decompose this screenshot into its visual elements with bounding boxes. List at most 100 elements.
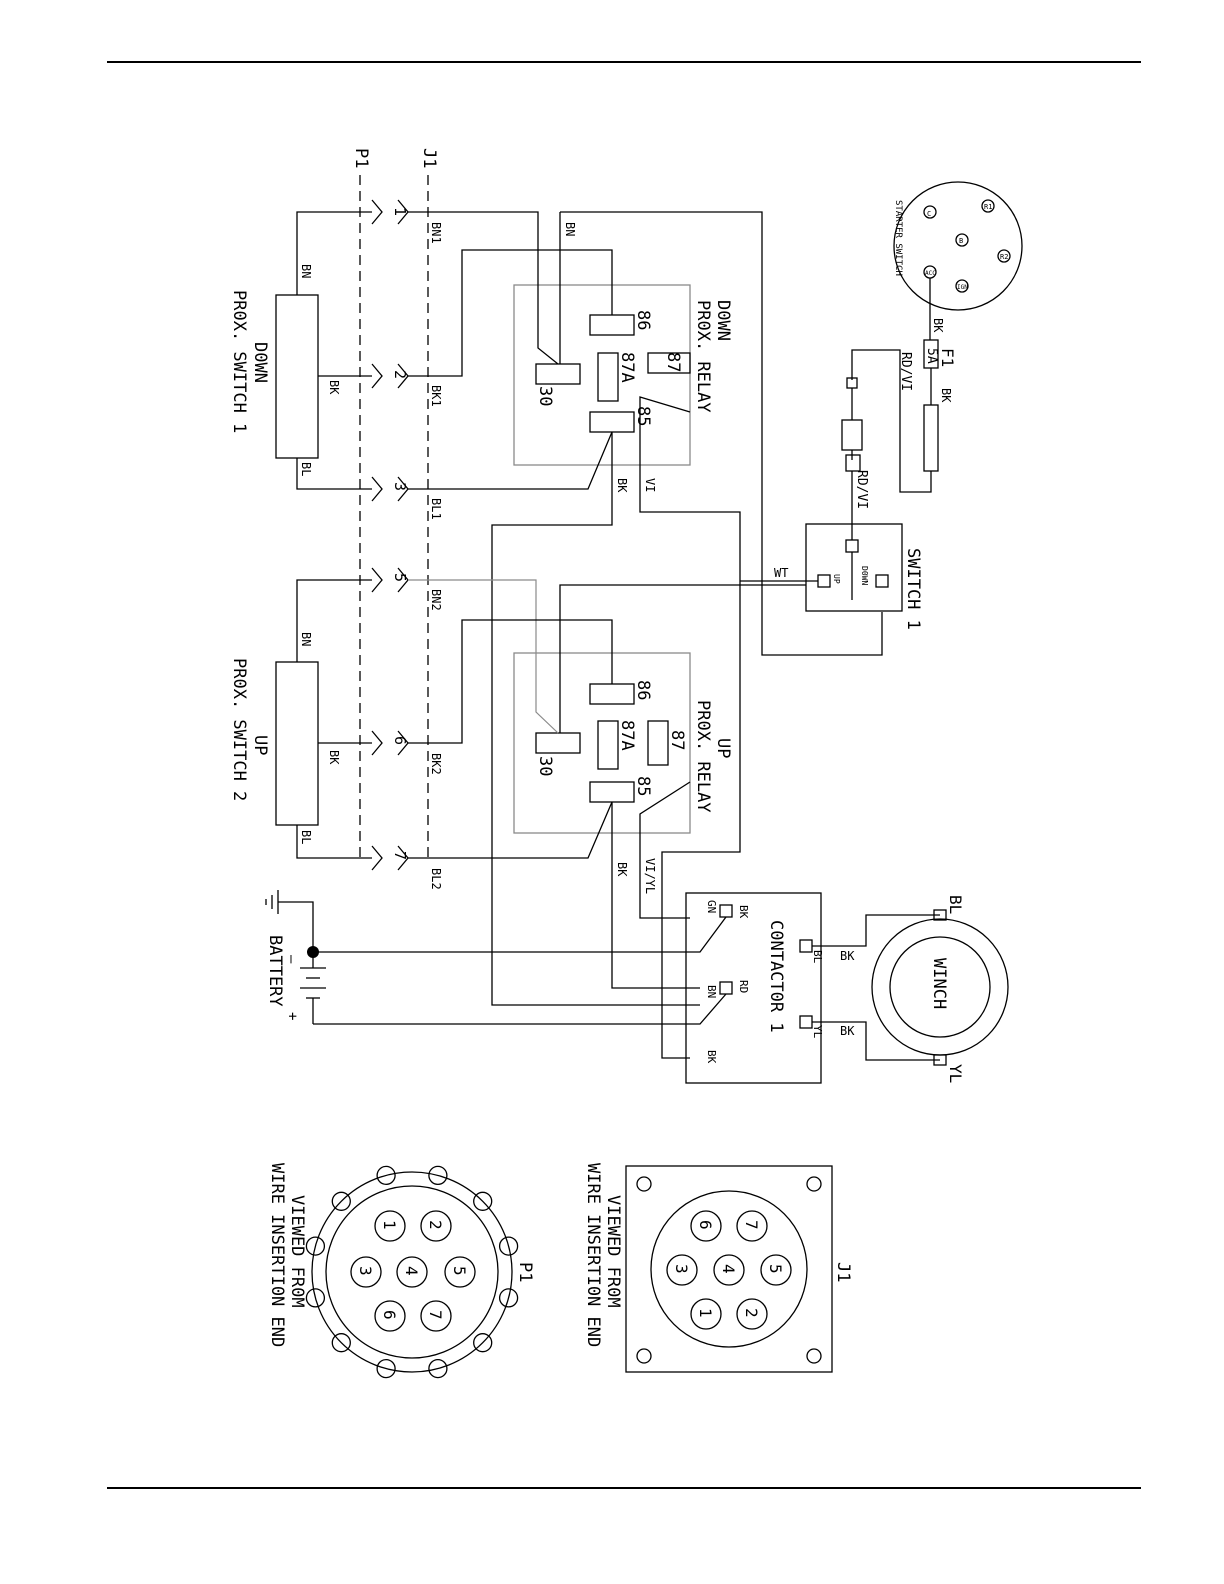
pin-1: 1 BN1 <box>371 199 443 244</box>
svg-text:BN2: BN2 <box>429 589 443 611</box>
switch-name: SWITCH 1 <box>903 548 923 630</box>
svg-text:87A: 87A <box>617 352 637 383</box>
svg-text:2: 2 <box>426 1220 445 1230</box>
svg-text:3: 3 <box>672 1264 691 1274</box>
relay-down: 86 87 87A 30 85 D0WN PR0X. RELAY <box>513 284 733 466</box>
svg-text:4: 4 <box>402 1266 421 1276</box>
svg-text:BK: BK <box>840 949 855 963</box>
svg-text:7: 7 <box>426 1310 445 1320</box>
prox-switch-down-label: D0WN <box>250 342 270 383</box>
relay-down-label2: PR0X. RELAY <box>693 300 713 413</box>
pin-3: 3 BL1 <box>371 476 443 520</box>
contactor-1: GN BK RD BN BK BL YL BK BK C0NTACT0R 1 <box>313 892 940 1084</box>
svg-text:D0WN: D0WN <box>860 566 869 585</box>
svg-text:6: 6 <box>696 1220 715 1230</box>
svg-text:VI: VI <box>643 478 657 492</box>
svg-text:+: + <box>284 1012 300 1020</box>
svg-text:3: 3 <box>356 1266 375 1276</box>
prox-switch-up: BN BK BL UP PR0X. SWITCH 2 <box>229 579 372 859</box>
pin-2: 2 BK1 <box>371 363 443 407</box>
svg-text:87: 87 <box>663 352 683 372</box>
svg-text:BL: BL <box>811 950 824 964</box>
p1-bus-label: P1 <box>351 148 371 168</box>
svg-text:R1: R1 <box>984 203 992 211</box>
pin-6: 6 BK2 <box>371 730 443 775</box>
svg-text:BK1: BK1 <box>429 385 443 407</box>
svg-text:YL: YL <box>811 1025 824 1039</box>
pin-7: 7 BL2 <box>371 845 443 890</box>
svg-text:BN: BN <box>299 632 313 646</box>
svg-text:R2: R2 <box>1000 253 1008 261</box>
svg-text:BK: BK <box>615 478 629 493</box>
svg-text:BL: BL <box>299 462 313 476</box>
svg-text:7: 7 <box>391 851 409 860</box>
svg-text:30: 30 <box>535 386 555 406</box>
svg-text:IGN: IGN <box>957 284 968 291</box>
svg-text:–: – <box>283 955 299 964</box>
battery: – + BATTERY <box>265 890 326 1024</box>
svg-text:BL2: BL2 <box>429 868 443 890</box>
svg-text:BN: BN <box>705 985 718 998</box>
svg-text:85: 85 <box>633 406 653 426</box>
svg-text:BK: BK <box>931 318 945 333</box>
p1-connector-view: 1 2 3 4 5 6 7 P1 VIEWED FR0M WIRE INSERT… <box>267 1163 535 1379</box>
prox-switch-up-label2: PR0X. SWITCH 2 <box>229 658 249 801</box>
svg-text:YL: YL <box>946 1064 965 1083</box>
svg-text:BK: BK <box>840 1024 855 1038</box>
contactor-name: C0NTACT0R 1 <box>766 920 786 1033</box>
svg-text:5: 5 <box>450 1266 469 1276</box>
svg-text:BK: BK <box>615 862 629 877</box>
svg-text:6: 6 <box>380 1310 399 1320</box>
svg-text:BK2: BK2 <box>429 753 443 775</box>
relay-down-label: D0WN <box>713 300 733 341</box>
j1-view-label1: VIEWED FR0M <box>603 1195 623 1308</box>
svg-text:30: 30 <box>535 756 555 776</box>
svg-text:BK: BK <box>737 905 750 919</box>
prox-switch-down-label2: PR0X. SWITCH 1 <box>229 290 249 433</box>
svg-text:RD/VI: RD/VI <box>898 352 913 391</box>
svg-text:BL1: BL1 <box>429 498 443 520</box>
svg-text:BK: BK <box>939 388 953 403</box>
svg-text:4: 4 <box>719 1264 738 1274</box>
svg-text:WT: WT <box>774 566 788 580</box>
svg-text:B: B <box>959 237 963 245</box>
svg-text:BL: BL <box>946 895 965 914</box>
svg-text:6: 6 <box>391 736 409 745</box>
svg-text:2: 2 <box>742 1308 761 1318</box>
wiring: BN BK VI BK VI/YL <box>408 211 883 1059</box>
svg-text:UP: UP <box>832 574 841 584</box>
starter-switch: C R1 B R2 ACC IGN STARTER SWITCH <box>893 181 1023 311</box>
j1-view-name: J1 <box>833 1262 853 1282</box>
svg-text:85: 85 <box>633 776 653 796</box>
svg-text:2: 2 <box>391 370 409 379</box>
relay-up-label2: PR0X. RELAY <box>693 700 713 813</box>
prox-switch-down: BN BK BL D0WN PR0X. SWITCH 1 <box>229 211 372 490</box>
j1-view-label2: WIRE INSERTI0N END <box>583 1163 603 1347</box>
p1-view-name: P1 <box>515 1262 535 1282</box>
fuse-name: F1 <box>938 348 957 367</box>
svg-text:BN: BN <box>563 222 577 236</box>
svg-text:5: 5 <box>766 1264 785 1274</box>
battery-label: BATTERY <box>265 935 285 1007</box>
svg-text:C: C <box>927 210 931 218</box>
winch: BL YL WINCH <box>871 895 1009 1083</box>
svg-text:BN: BN <box>299 264 313 278</box>
j1-bus-label: J1 <box>419 148 439 168</box>
svg-text:1: 1 <box>380 1220 399 1230</box>
switch-1: WT UP D0WN SWITCH 1 <box>740 523 923 630</box>
svg-text:3: 3 <box>391 482 409 491</box>
fuse-rating: 5A <box>924 348 939 364</box>
svg-text:RD: RD <box>737 980 750 993</box>
j1-connector-view: 6 7 3 4 5 1 2 J1 VIEWED FR0M WIRE INSERT… <box>583 1163 853 1373</box>
relay-up-label: UP <box>713 738 733 758</box>
starter-switch-label: STARTER SWITCH <box>893 200 903 276</box>
prox-switch-up-label: UP <box>250 735 270 755</box>
relay-up: 86 87 87A 30 85 UP PR0X. RELAY <box>513 652 733 834</box>
winch-name: WINCH <box>929 958 949 1009</box>
svg-text:VI/YL: VI/YL <box>643 858 657 894</box>
svg-text:BL: BL <box>299 830 313 844</box>
svg-text:86: 86 <box>633 680 653 700</box>
connector-bus: P1 J1 1 BN1 2 BK1 3 BL1 5 BN2 6 BK2 <box>351 148 443 890</box>
svg-text:1: 1 <box>391 207 409 216</box>
